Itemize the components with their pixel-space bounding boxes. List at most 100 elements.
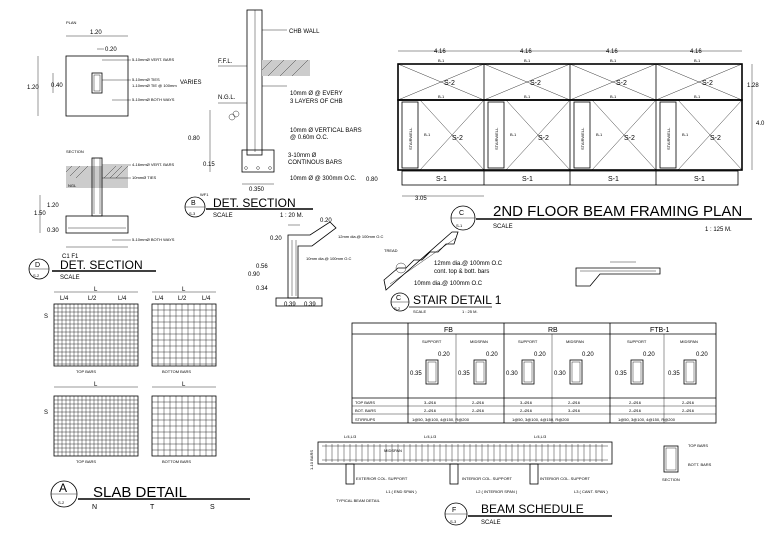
- slab-dim-l4-1: L/4: [60, 296, 69, 302]
- stair-title-ratio: 1 : 25 M.: [462, 309, 478, 314]
- beam-width-2: 0.20: [486, 352, 498, 358]
- stairwell-label-4: STAIRWELL: [666, 127, 671, 150]
- slab-dim-l4-4: L/4: [202, 296, 211, 302]
- stair-note-small-1: 12mm dia.@ 100mm O.C: [338, 234, 384, 239]
- row-label-3: STIRRUPS: [355, 417, 376, 422]
- slab-labels: S-2 S-2 S-2 S-2 S-2 S-2 S-2 S-2: [444, 80, 721, 142]
- bottom-bars-rebars: [152, 304, 216, 366]
- title-f-letter: F: [452, 507, 456, 514]
- beam-mid-2: B-1: [524, 94, 531, 99]
- plan-label: PLAN: [66, 20, 77, 25]
- footing-section: SECTION 4-16mmØ VERT. BARS 10mmØ TIES 5-…: [34, 149, 175, 248]
- stair-note-2: 10mm dia.@ 100mm O.C: [414, 281, 483, 287]
- row-1-cell-4: 2–Ø16: [568, 400, 581, 405]
- span-dim-4: 4.16: [690, 49, 702, 55]
- tbd-mid: MIDSPAN: [384, 448, 402, 453]
- bottom-bars-grid: [151, 303, 217, 367]
- sub-header-4: MIDSPAN: [566, 339, 584, 344]
- stairwell-label-1: STAIRWELL: [408, 127, 413, 150]
- stair-dim-039: 0.39: [284, 302, 296, 308]
- beam-top-4: B-1: [694, 58, 701, 63]
- stair-dim-039b: 0.39: [304, 302, 316, 308]
- slab-main-3: S-2: [624, 135, 635, 142]
- title-b-ratio: 1 : 20 M.: [280, 213, 304, 219]
- tbd-top-bars: TOP BARS: [688, 443, 708, 448]
- bottom-bars-label-2: BOTTOM BARS: [162, 459, 191, 464]
- bottom-slabs: S-1 S-1 S-1 S-1: [401, 170, 739, 186]
- sub-header-3: SUPPORT: [518, 339, 538, 344]
- wall-note-4: 10mm Ø @ 300mm O.C.: [290, 176, 357, 182]
- slab-dim-l4-2: L/4: [118, 296, 127, 302]
- stairwell-label-2: STAIRWELL: [494, 127, 499, 150]
- beam-section-6: [683, 359, 697, 385]
- tbd-span-3: L3 ( CANT. SPAN ): [574, 489, 608, 494]
- title-c-sheet: S-1: [456, 223, 463, 228]
- span-dim-1: 4.16: [434, 49, 446, 55]
- stair-tread: TREAD: [384, 248, 398, 253]
- span-dim-3: 4.16: [606, 49, 618, 55]
- beam-mid-4: B-1: [694, 94, 701, 99]
- tbd-left-bars: 1-10 BARS: [309, 450, 314, 470]
- title-b-letter: B: [191, 200, 196, 207]
- bottom-dim: 3.05: [415, 196, 427, 202]
- beam-width-6: 0.20: [696, 352, 708, 358]
- sub-header-1: SUPPORT: [422, 339, 442, 344]
- title-f-scale: SCALE: [481, 520, 501, 526]
- title-beam-framing: C S-1 2ND FLOOR BEAM FRAMING PLAN SCALE …: [450, 203, 752, 233]
- top-bars-label: TOP BARS: [76, 369, 96, 374]
- beam-section-3: [521, 359, 535, 385]
- tbd-span-1: L1 ( END SPAN ): [386, 489, 417, 494]
- row-1-cell-2: 2–Ø16: [472, 400, 485, 405]
- beam-depth-3: 0.30: [506, 371, 518, 377]
- slab-bottom-1: S-1: [436, 176, 447, 183]
- beam-depth-1: 0.35: [410, 371, 422, 377]
- row-2-cell-3: 2–Ø16: [520, 408, 533, 413]
- top-bars-rebars-2: [54, 396, 138, 456]
- slab-top-4: S-2: [702, 80, 713, 87]
- slab-top-2: S-2: [530, 80, 541, 87]
- beam-labels: B-1 B-1 B-1 B-1 B-1 B-1 B-1 B-1 B-1 B-1 …: [424, 58, 701, 137]
- typical-beam-detail: L/4,L/3 L/4,L/3 L/4,L/3 MIDSPAN 1-10 BAR…: [309, 434, 712, 503]
- wall-mark: WF1: [200, 192, 209, 197]
- plan-note-2: 5-10mmØ TIES: [132, 77, 160, 82]
- span-dim-2: 4.16: [520, 49, 532, 55]
- section-label: SECTION: [66, 149, 84, 154]
- tbd-bar-3: L/4,L/3: [534, 434, 547, 439]
- row-2-cell-5: 2–Ø16: [629, 408, 642, 413]
- slab-dim-l-2: L: [182, 287, 186, 293]
- stair-note-1a: 12mm dia.@ 100mm O.C: [434, 261, 503, 267]
- slab-dim-l-3: L: [94, 382, 98, 388]
- section-note-1: 4-16mmØ VERT. BARS: [132, 162, 174, 167]
- title-a-text: SLAB DETAIL: [93, 484, 187, 501]
- beam-depth-5: 0.35: [615, 371, 627, 377]
- beam-section-1: [425, 359, 439, 385]
- beam-side-4: B-1: [682, 132, 689, 137]
- beam-section-2: [473, 359, 487, 385]
- beam-side-2: B-1: [510, 132, 517, 137]
- wall-note-1b: 3 LAYERS OF CHB: [290, 99, 343, 105]
- stair-title: STAIR DETAIL 1: [413, 293, 502, 307]
- sub-header-5: SUPPORT: [627, 339, 647, 344]
- title-a-letter: A: [59, 481, 67, 495]
- tbd-support-2: INTERIOR COL. SUPPORT: [462, 476, 512, 481]
- group-fb: FB: [444, 327, 453, 334]
- beam-width-3: 0.20: [534, 352, 546, 358]
- wall-varies: VARIES: [180, 80, 202, 86]
- footing-outline: [65, 55, 129, 117]
- title-d-marks: C1 F1: [62, 254, 79, 260]
- right-dim-mid: 4.0: [756, 121, 765, 127]
- wall-dim-080: 0.80: [188, 136, 200, 142]
- top-bars-label-2: TOP BARS: [76, 459, 96, 464]
- beam-schedule-table: FB RB FTB-1 SUPPORT0.350.20MIDSPAN0.350.…: [351, 322, 717, 424]
- stair-dim-020: 0.20: [270, 236, 282, 242]
- title-a-n: N: [92, 504, 97, 511]
- beam-side-3: B-1: [596, 132, 603, 137]
- section-ngl: NGL: [68, 183, 77, 188]
- row-1-cell-6: 2–Ø16: [682, 400, 695, 405]
- row-3-cell-2: 1@50, 3@100, 4@150, R@200: [512, 417, 570, 422]
- beam-framing-plan: 4.16 4.16 4.16 4.16 STAIRWELL STAIRWELL: [366, 49, 765, 202]
- title-f-sheet: S-3: [450, 519, 457, 524]
- title-b-sheet: S-3: [189, 211, 196, 216]
